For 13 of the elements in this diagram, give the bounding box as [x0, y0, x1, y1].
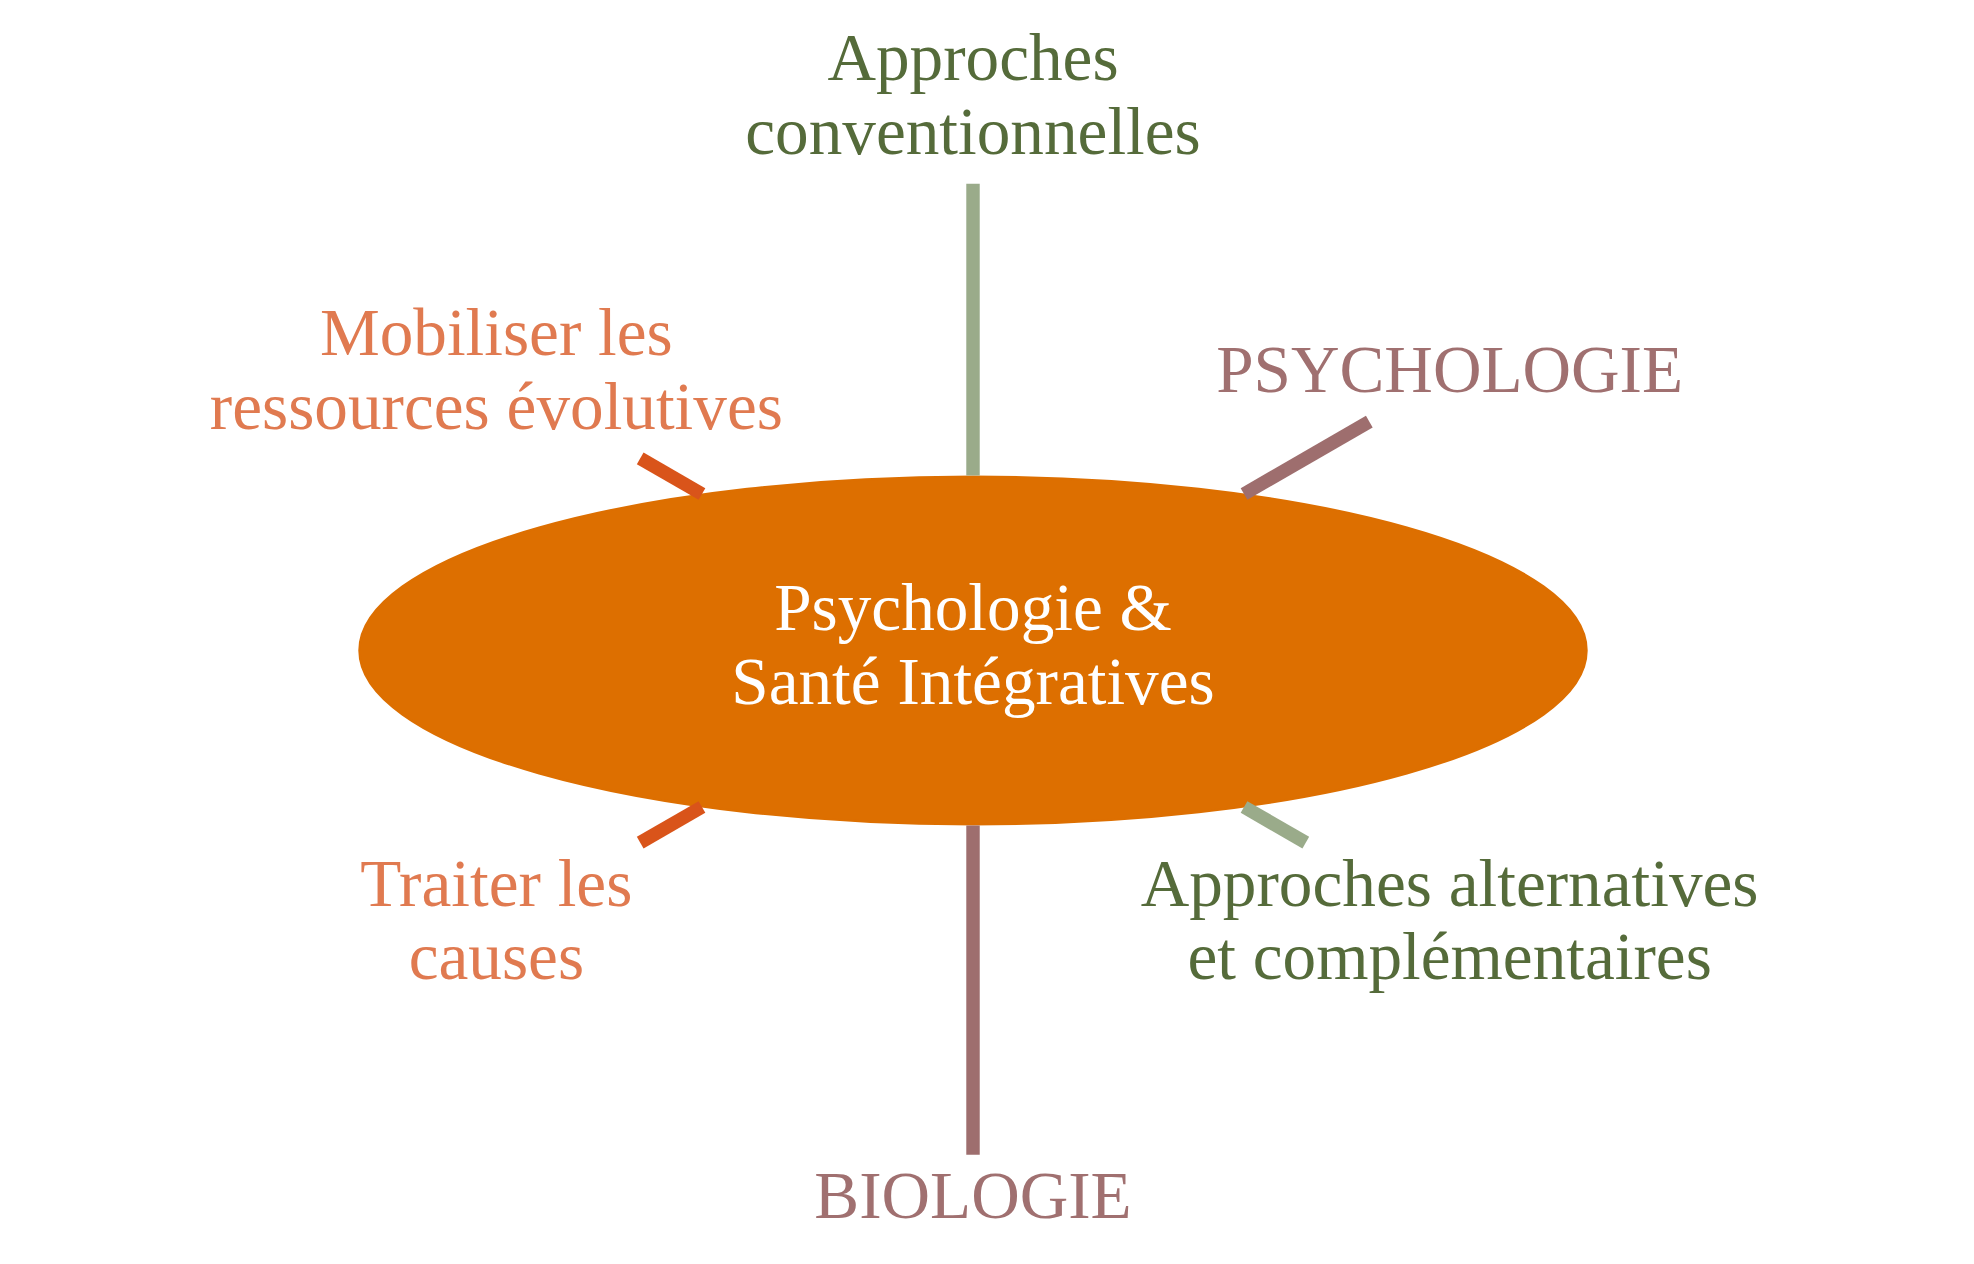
node-text: PSYCHOLOGIE — [1216, 332, 1684, 408]
connector — [636, 801, 706, 849]
node-text: Traiter les causes — [360, 845, 633, 995]
connector — [636, 452, 706, 500]
node-text: Approches conventionnelles — [745, 19, 1201, 169]
connector — [1240, 801, 1310, 849]
connector — [966, 183, 980, 476]
node-text: BIOLOGIE — [814, 1157, 1132, 1233]
connector — [1240, 415, 1373, 500]
node-text: Approches alternatives et complémentaires — [1140, 845, 1759, 995]
connector — [966, 825, 980, 1155]
node-ellipse: Psychologie & Santé Intégratives — [358, 475, 1588, 826]
node-text: Mobiliser les ressources évolutives — [209, 295, 783, 445]
